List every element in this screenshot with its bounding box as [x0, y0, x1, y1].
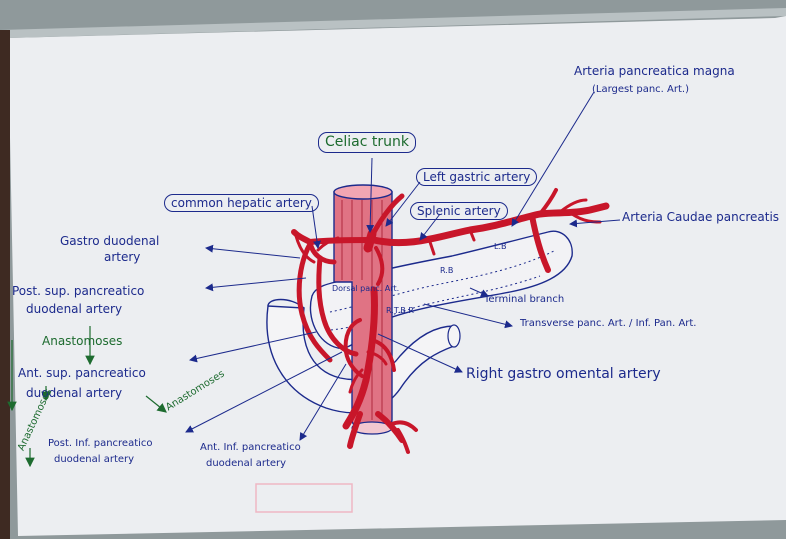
- paper-edge-shadow: [0, 8, 786, 38]
- duodenum-end-opening: [447, 324, 461, 348]
- caudae-pancreatis-label: Arteria Caudae pancreatis: [622, 210, 780, 224]
- lb-label: L.B: [494, 242, 507, 251]
- dorsal-panc-label: Dorsal panc. Art.: [332, 284, 400, 293]
- anastomoses-label-1: Anastomoses: [42, 334, 123, 348]
- rb-label: R.B: [440, 266, 454, 275]
- aorta-top: [333, 184, 393, 200]
- superior-mesenteric-vessel: [342, 286, 379, 430]
- leader-lines: [185, 91, 621, 441]
- splenic-label: Splenic artery: [410, 202, 508, 220]
- post-inf-label-2: duodenal artery: [54, 454, 135, 465]
- ant-inf-label: Ant. Inf. pancreatico: [200, 442, 301, 453]
- terminal-branch-label: Terminal branch: [484, 294, 565, 305]
- ant-sup-label-2: duodenal artery: [26, 386, 123, 400]
- faint-stamp: [255, 483, 353, 513]
- ant-sup-label: Ant. sup. pancreatico: [18, 366, 146, 380]
- celiac-trunk-label: Celiac trunk: [318, 132, 416, 153]
- largest-panc-label: (Largest panc. Art.): [592, 84, 689, 95]
- ant-inf-label-2: duodenal artery: [206, 458, 287, 469]
- binder-strip: [0, 30, 10, 539]
- pancreatica-magna-label: Arteria pancreatica magna: [574, 64, 735, 78]
- rtbr-label: R.T.B.R: [386, 306, 414, 315]
- gastroduodenal-label-2: artery: [104, 250, 141, 264]
- common-hepatic-label: common hepatic artery: [164, 194, 319, 212]
- transverse-panc-label: Transverse panc. Art. / Inf. Pan. Art.: [520, 318, 697, 329]
- left-gastric-label: Left gastric artery: [416, 168, 538, 186]
- post-sup-label: Post. sup. pancreatico: [12, 284, 145, 298]
- gastroduodenal-label: Gastro duodenal: [60, 234, 160, 248]
- post-inf-label: Post. Inf. pancreatico: [48, 438, 153, 449]
- anastomoses-arrows: [7, 326, 167, 468]
- post-sup-label-2: duodenal artery: [26, 302, 123, 316]
- right-gastro-omental-label: Right gastro omental artery: [466, 366, 661, 382]
